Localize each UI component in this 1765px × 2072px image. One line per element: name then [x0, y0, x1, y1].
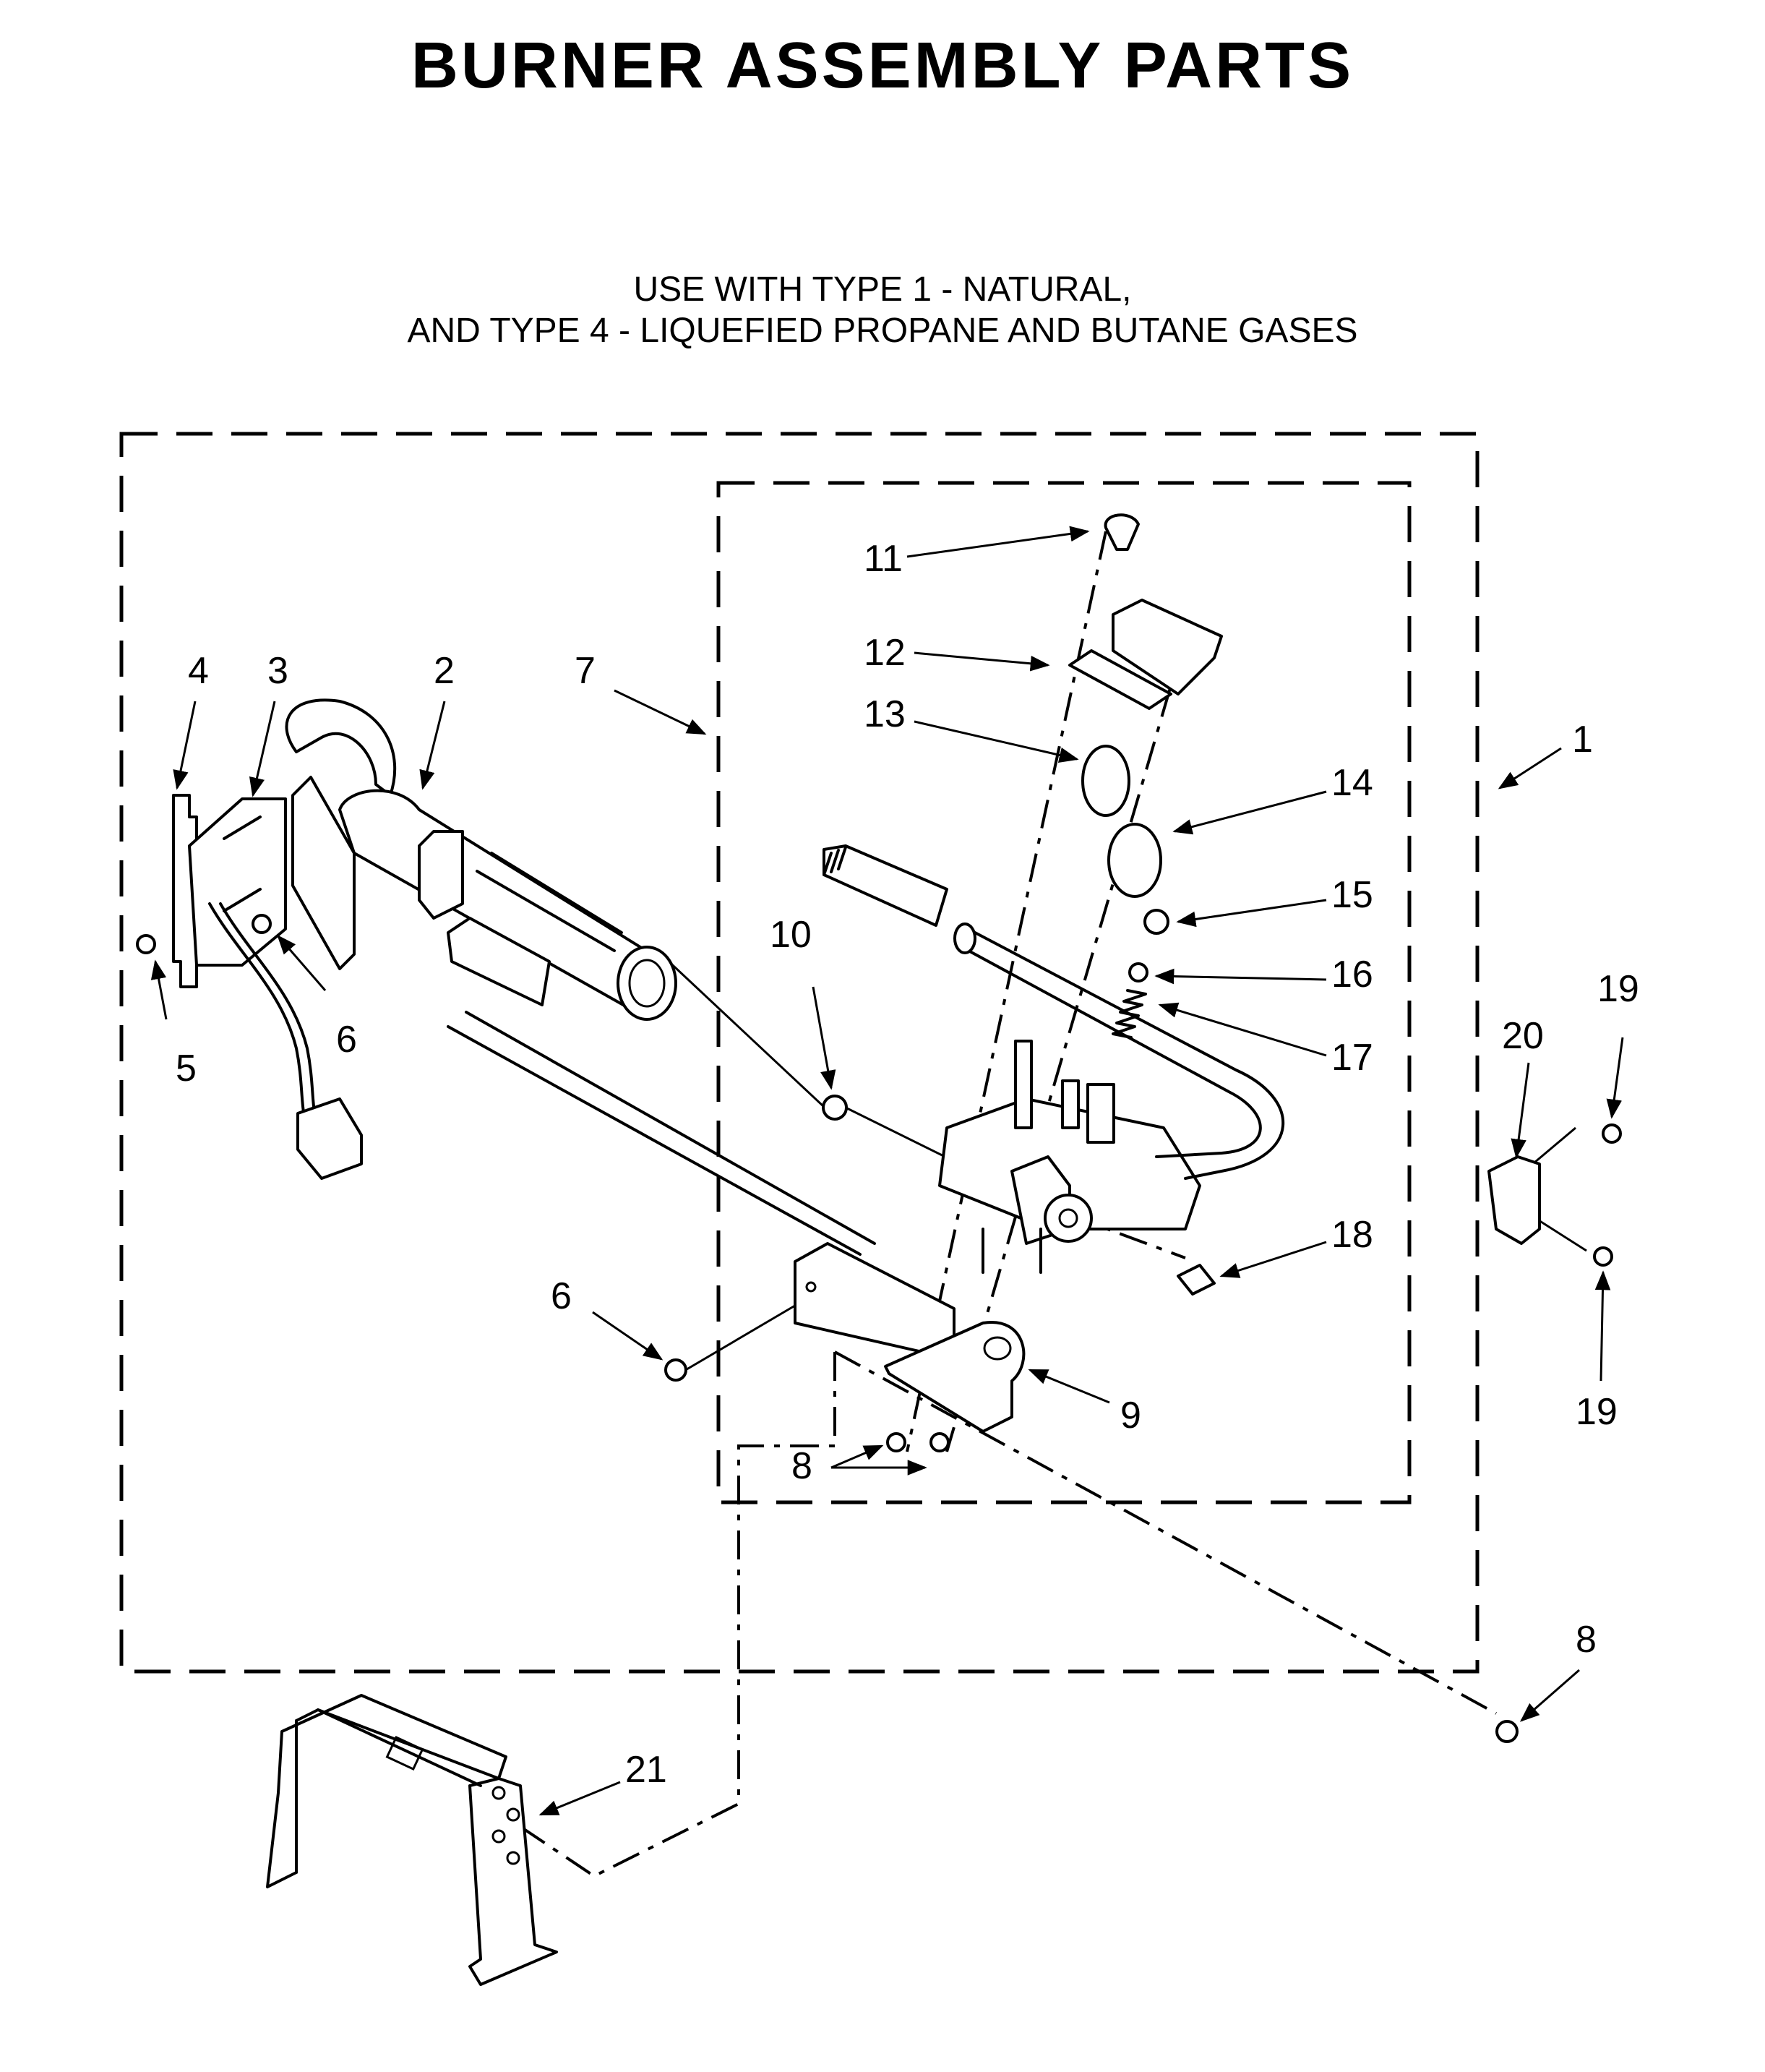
part-10-orifice [822, 1095, 848, 1121]
callout-15: 15 [1331, 874, 1373, 916]
valve-stack-parts [1068, 513, 1223, 1039]
part-21-u-bracket [266, 1694, 558, 1986]
callout-9: 9 [1120, 1395, 1141, 1437]
callout-17: 17 [1331, 1037, 1373, 1079]
valve-assembly-boundary [716, 481, 1412, 1504]
part-13-coil [1081, 745, 1130, 817]
burner-tube-part [285, 698, 677, 1021]
part-14-coil [1107, 823, 1162, 898]
part-12-plate [1112, 599, 1223, 695]
subtitle-line-1: USE WITH TYPE 1 - NATURAL, [633, 270, 1132, 309]
callout-7: 7 [575, 650, 596, 692]
part-17-spring [1112, 989, 1147, 1039]
callout-6b: 6 [551, 1275, 572, 1317]
page-title: BURNER ASSEMBLY PARTS [411, 30, 1354, 102]
pilot-tube-part [823, 844, 1284, 1180]
screw-parts [136, 914, 1622, 1743]
callout-21: 21 [625, 1749, 667, 1791]
callout-5: 5 [176, 1048, 197, 1089]
callout-18: 18 [1331, 1214, 1373, 1256]
callout-labels: 1 2 3 4 5 6 6 7 8 8 9 10 11 12 13 14 15 … [176, 538, 1639, 1791]
mounting-rail-part [447, 1011, 876, 1256]
part-15-cap [1143, 909, 1169, 935]
callout-14: 14 [1331, 762, 1373, 804]
gas-valve-part [938, 1040, 1201, 1274]
callout-2: 2 [434, 650, 455, 692]
callout-1: 1 [1572, 719, 1593, 761]
outer-assembly-boundary [119, 432, 1480, 1674]
callout-19a: 19 [1597, 968, 1639, 1010]
valve-bracket-part [794, 1242, 1026, 1433]
callout-12: 12 [864, 632, 906, 674]
callout-13: 13 [864, 693, 906, 735]
callout-10: 10 [770, 914, 812, 956]
assembly-lines [523, 531, 1587, 1878]
leader-arrows [150, 526, 1624, 1816]
callout-8a: 8 [791, 1445, 812, 1487]
part-20-clip [1487, 1155, 1541, 1245]
callout-20: 20 [1502, 1015, 1544, 1057]
callout-8b: 8 [1576, 1619, 1597, 1661]
subtitle-line-2: AND TYPE 4 - LIQUEFIED PROPANE AND BUTAN… [407, 312, 1358, 350]
callout-3: 3 [267, 650, 288, 692]
callout-4: 4 [188, 650, 209, 692]
callout-19b: 19 [1576, 1391, 1618, 1433]
callout-6a: 6 [336, 1019, 357, 1061]
callout-16: 16 [1331, 954, 1373, 996]
igniter-bracket-part [172, 794, 363, 1180]
part-18-orifice [1177, 1264, 1216, 1296]
part-12-bracket [1068, 649, 1172, 710]
callout-11: 11 [864, 538, 903, 580]
part-11-screw [1104, 513, 1140, 551]
part-16-cap [1128, 962, 1148, 983]
